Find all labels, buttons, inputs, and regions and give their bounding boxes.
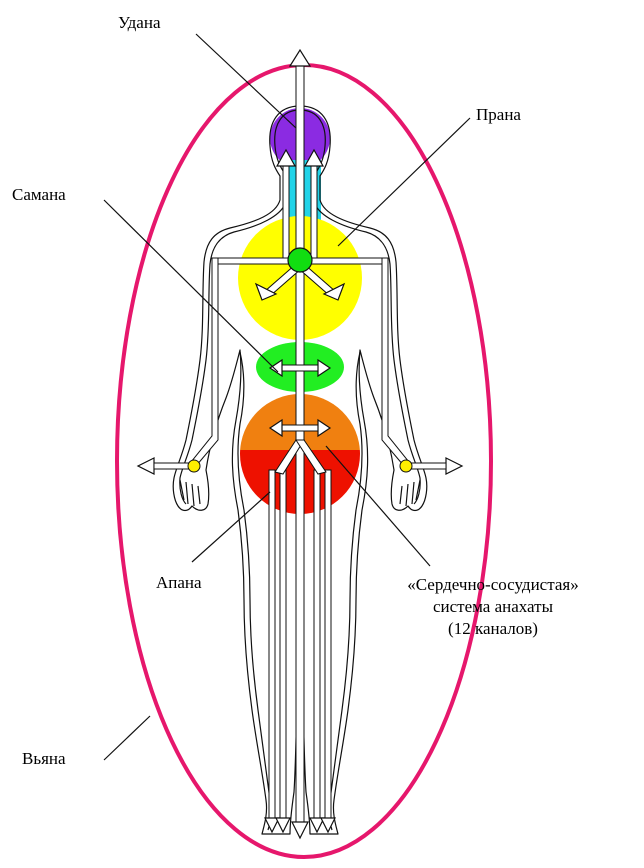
label-udana: Удана	[118, 12, 161, 34]
nadi-channels	[191, 64, 409, 824]
leader-udana	[196, 34, 296, 128]
label-cardio-line3: (12 каналов)	[358, 618, 628, 640]
leader-vyana	[104, 716, 150, 760]
heart-center-node	[288, 248, 312, 272]
arrow-hand-left	[138, 458, 154, 474]
leader-prana	[338, 118, 470, 246]
arrow-down-foot-2	[276, 818, 290, 832]
label-cardio-line1: «Сердечно-сосудистая»	[358, 574, 628, 596]
leader-apana	[192, 492, 270, 562]
label-vyana: Вьяна	[22, 748, 66, 770]
label-cardio-system: «Сердечно-сосудистая» система анахаты (1…	[358, 574, 628, 640]
left-hand-point	[188, 460, 200, 472]
label-apana: Апана	[156, 572, 202, 594]
label-prana: Прана	[476, 104, 521, 126]
arrow-down-foot-4	[321, 818, 335, 832]
arrow-up-top	[290, 50, 310, 66]
label-cardio-line2: система анахаты	[358, 596, 628, 618]
label-samana: Самана	[12, 184, 66, 206]
arrow-hand-right	[446, 458, 462, 474]
right-hand-point	[400, 460, 412, 472]
arrow-down-center	[292, 822, 308, 838]
